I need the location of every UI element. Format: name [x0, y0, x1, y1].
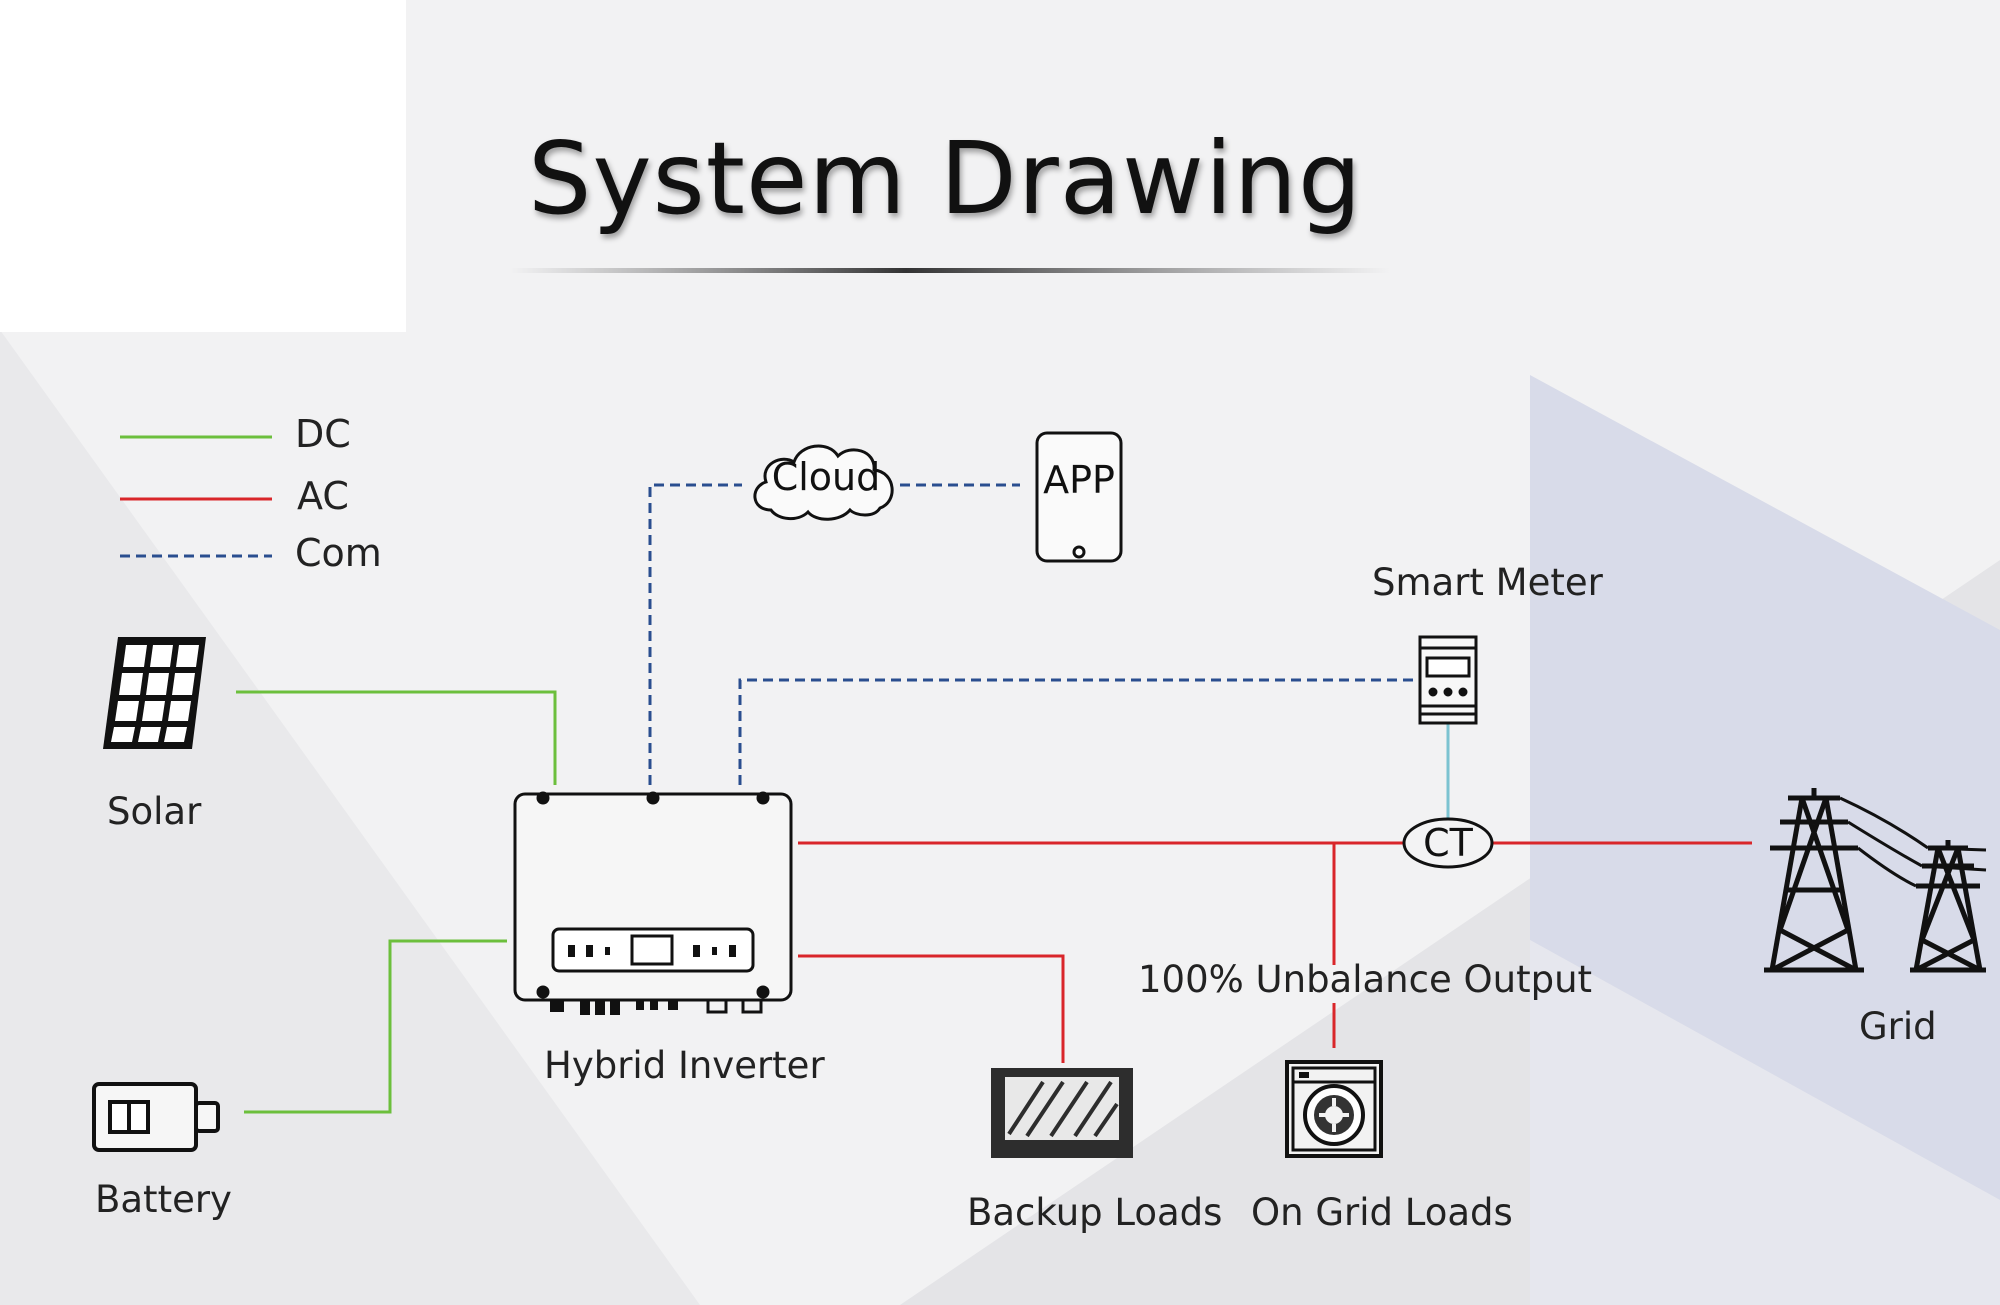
- hybrid-inverter-label: Hybrid Inverter: [544, 1044, 825, 1087]
- cloud-label: Cloud: [771, 455, 881, 499]
- battery-icon: [92, 1082, 220, 1152]
- hybrid-inverter-icon: [513, 791, 793, 1015]
- com-line-meter: [738, 678, 1420, 785]
- solar-label: Solar: [107, 790, 202, 833]
- smart-meter-icon: [1418, 635, 1478, 725]
- washing-machine-icon: [1285, 1060, 1383, 1158]
- ct-ellipse: [1402, 817, 1494, 869]
- tv-icon: [991, 1068, 1133, 1158]
- unbalance-output-label: 100% Unbalance Output: [1138, 958, 1593, 1001]
- app-label: APP: [1043, 458, 1115, 502]
- page-title: System Drawing: [528, 120, 1363, 237]
- power-lines: [1839, 796, 1987, 888]
- grid-label: Grid: [1859, 1005, 1937, 1048]
- power-tower-icon: [1764, 788, 1987, 973]
- com-line-cloud: [648, 483, 742, 785]
- solar-panel-icon: [103, 637, 206, 749]
- on-grid-loads-label: On Grid Loads: [1251, 1191, 1513, 1234]
- ac-line-backup: [798, 954, 1065, 1063]
- legend-dc-label: DC: [295, 412, 351, 456]
- legend-ac-label: AC: [297, 474, 349, 518]
- phone-icon: [1035, 431, 1123, 563]
- dc-line-solar: [236, 690, 557, 785]
- ct-label: CT: [1423, 821, 1473, 865]
- battery-label: Battery: [95, 1178, 232, 1221]
- dc-line-battery: [244, 939, 507, 1114]
- cloud-icon: [753, 444, 894, 521]
- backup-loads-label: Backup Loads: [967, 1191, 1223, 1234]
- title-underline: [510, 268, 1390, 273]
- smart-meter-label: Smart Meter: [1372, 561, 1603, 604]
- power-tower-left: [1764, 788, 1864, 973]
- power-tower-right: [1910, 840, 1986, 973]
- legend-com-label: Com: [295, 531, 382, 575]
